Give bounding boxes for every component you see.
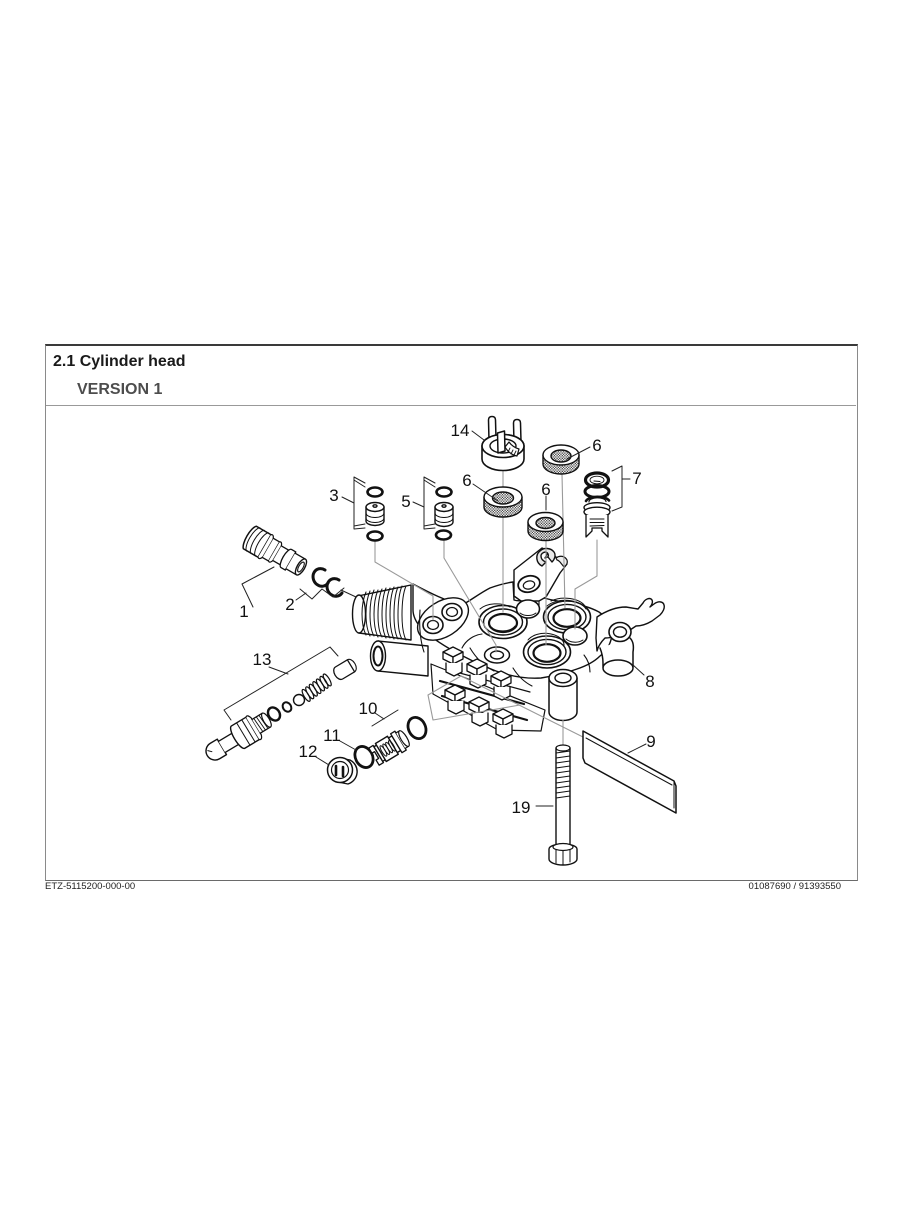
svg-text:11: 11 — [323, 726, 341, 745]
svg-text:13: 13 — [253, 650, 272, 669]
svg-text:7: 7 — [632, 469, 641, 488]
svg-text:14: 14 — [451, 421, 470, 440]
svg-text:3: 3 — [329, 486, 338, 505]
svg-text:19: 19 — [512, 798, 531, 817]
svg-text:1: 1 — [239, 602, 248, 621]
svg-text:12: 12 — [299, 742, 318, 761]
svg-text:8: 8 — [645, 672, 654, 691]
svg-text:6: 6 — [541, 480, 550, 499]
svg-text:10: 10 — [359, 699, 378, 718]
svg-text:2: 2 — [285, 595, 294, 614]
svg-text:9: 9 — [646, 732, 655, 751]
svg-text:6: 6 — [592, 436, 601, 455]
svg-text:6: 6 — [462, 471, 471, 490]
svg-text:5: 5 — [401, 492, 410, 511]
